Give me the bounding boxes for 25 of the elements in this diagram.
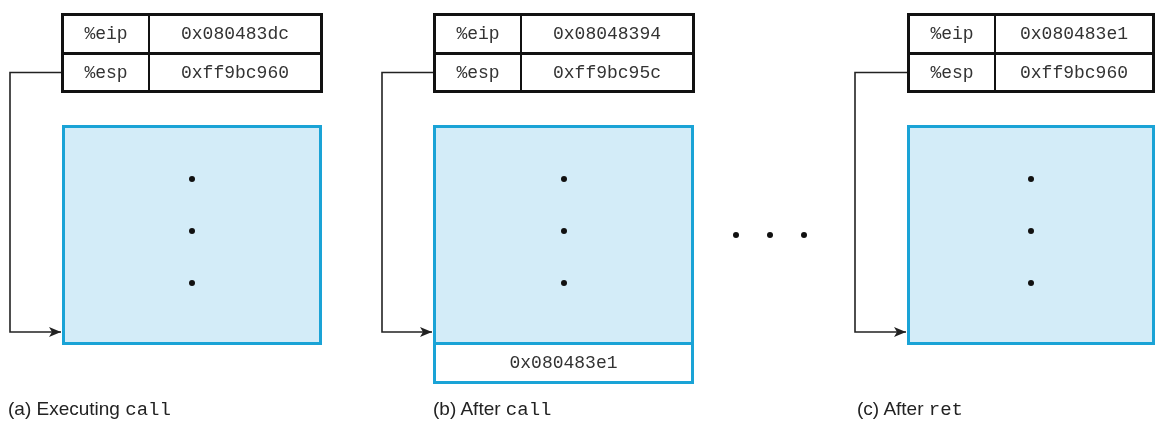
register-value: 0x080483dc [180, 23, 290, 46]
register-row [433, 52, 695, 93]
return-address-cell: 0x080483e1 [433, 345, 694, 384]
stack-frame-box [907, 125, 1155, 345]
pointer-arrow [854, 71, 908, 337]
stack-frame-box [62, 125, 322, 345]
register-row [433, 13, 695, 55]
stack-frame-box [433, 125, 694, 345]
register-row [907, 52, 1155, 93]
register-name: %esp [64, 55, 150, 90]
register-value: 0xff9bc960 [1019, 61, 1129, 85]
pointer-arrow [381, 71, 434, 337]
register-name: %esp [910, 55, 996, 90]
register-value: 0x080483e1 [1019, 23, 1129, 46]
register-name: %esp [436, 55, 522, 90]
register-value: 0xff9bc95c [552, 61, 662, 85]
register-value: 0x08048394 [552, 23, 662, 46]
panel-caption: (a) Executing call [8, 398, 171, 421]
register-row [61, 13, 323, 55]
register-row [61, 52, 323, 93]
register-row [907, 13, 1155, 55]
pointer-arrow [9, 71, 62, 337]
register-value: 0xff9bc960 [180, 61, 290, 85]
panel-caption: (c) After ret [857, 398, 963, 421]
panel-caption: (b) After call [433, 398, 552, 421]
